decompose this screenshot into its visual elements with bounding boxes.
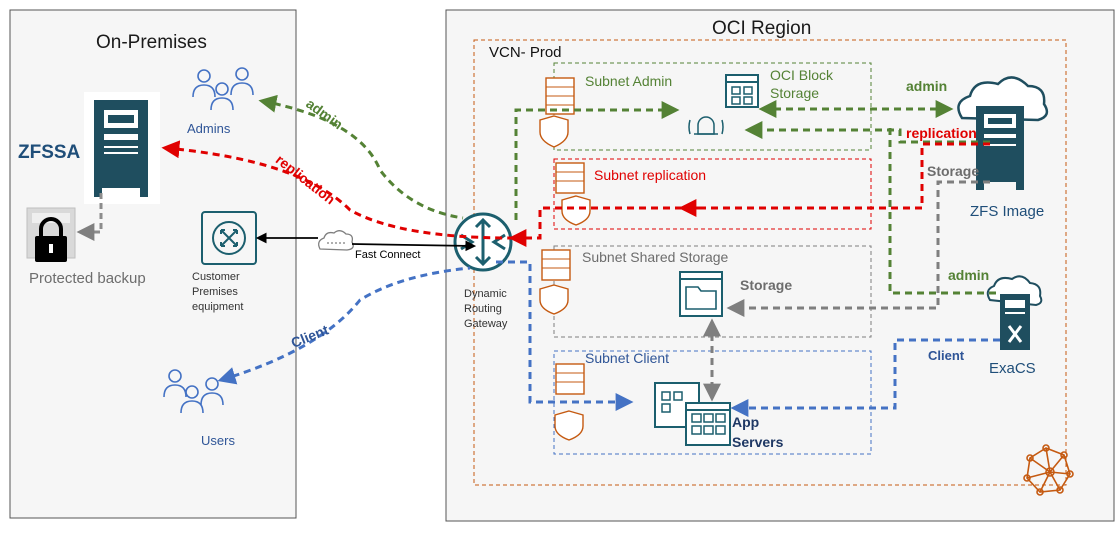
admin-lower-label: admin xyxy=(948,267,990,283)
subnet-replication-icons xyxy=(555,162,591,226)
subnet-shared-storage-label: Subnet Shared Storage xyxy=(582,249,729,265)
client-exacs-to-app xyxy=(730,338,1000,417)
replication-connection-onprem xyxy=(161,140,513,240)
subnet-admin-label: Subnet Admin xyxy=(585,73,673,89)
subnet-shared-storage-icons xyxy=(539,249,571,315)
oci-block-storage-label: OCI Block Storage xyxy=(770,67,834,102)
fast-connect-label: Fast Connect xyxy=(355,249,421,261)
drg-label: Dynamic Routing Gateway xyxy=(464,288,508,330)
subnet-replication-label: Subnet replication xyxy=(594,167,707,183)
storage-label: Storage xyxy=(740,277,793,293)
protected-backup-label: Protected backup xyxy=(29,270,146,287)
storage-right-label: Storage xyxy=(927,163,980,179)
zfs-image-label: ZFS Image xyxy=(970,203,1045,220)
protected-backup-icon xyxy=(26,207,76,262)
admins-label: Admins xyxy=(187,121,231,136)
exacs-label: ExaCS xyxy=(989,360,1036,377)
customer-premises-equipment-icon xyxy=(201,211,257,265)
app-servers-icon xyxy=(654,382,731,446)
zfssa-appliance-icon xyxy=(84,92,160,204)
exacs-icon xyxy=(986,275,1043,350)
replication-right-label: replication xyxy=(906,125,977,141)
subnet-client-icons xyxy=(554,363,585,441)
admin-connection-onprem xyxy=(258,94,464,220)
client-connection-onprem xyxy=(217,266,471,385)
vcn-label: VCN- Prod xyxy=(489,44,562,61)
users-people-icon xyxy=(163,369,224,414)
subnet-client-label: Subnet Client xyxy=(585,350,670,366)
admin-right-label: admin xyxy=(906,78,948,94)
admin-drg-to-subnet xyxy=(514,101,680,220)
oci-block-storage-icon xyxy=(725,74,759,108)
on-premises-title: On-Premises xyxy=(96,32,207,53)
client-right-label: Client xyxy=(928,348,965,363)
alarm-icon xyxy=(688,116,724,135)
storage-zfs-to-shared xyxy=(726,180,990,317)
subnet-replication-box xyxy=(553,158,872,230)
users-label: Users xyxy=(201,433,235,448)
client-drg-to-app xyxy=(496,260,634,411)
oracle-network-icon xyxy=(1023,444,1074,496)
fastconnect-drg-link xyxy=(351,240,477,252)
replication-zfs-to-block xyxy=(744,121,990,144)
zfssa-label: ZFSSA xyxy=(18,142,81,163)
oci-region-title: OCI Region xyxy=(712,18,812,39)
cpe-label: Customer Premises equipment xyxy=(192,271,244,313)
subnet-admin-icons xyxy=(539,77,575,148)
zfs-image-icon xyxy=(957,76,1049,190)
app-servers-label: App Servers xyxy=(732,414,784,450)
fast-connect-cloud-icon xyxy=(318,230,354,251)
admin-lower-connection xyxy=(888,128,1000,295)
admins-people-icon xyxy=(192,67,254,111)
backup-connection xyxy=(76,193,103,241)
storage-folder-icon xyxy=(679,271,723,317)
